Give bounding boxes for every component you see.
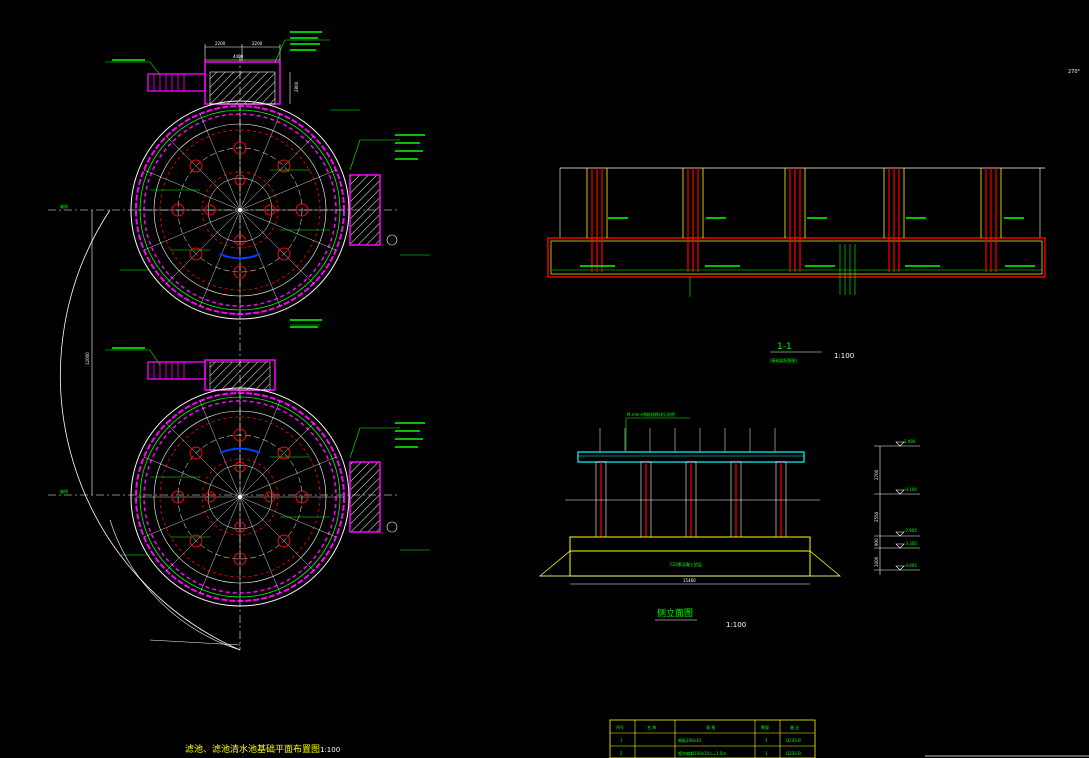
pipe-marker-2 — [386, 521, 398, 533]
level-mark-2: -0.100 — [904, 487, 917, 492]
side-scale: 1:100 — [726, 621, 746, 629]
level-dim-2: 2550 — [874, 511, 879, 522]
corner-label: 270° — [1068, 69, 1081, 75]
side-callout: M.mm+钢板规格详见说明 — [627, 411, 675, 417]
table-r2-c1: 2 — [620, 751, 623, 756]
table-r1-c1: 1 — [620, 738, 623, 743]
table-r1-c5: Q235-B — [786, 738, 801, 743]
left-plan-title: 滤池、滤池清水池基础平面布置图 — [185, 743, 320, 755]
material-table: 序号 名 称 规 格 数量 备 注 1 钢板100x10 1 Q235-B 2 … — [609, 719, 816, 758]
side-columns — [595, 461, 787, 538]
section-subtitle: (基础梁配筋图) — [770, 357, 798, 363]
bottom-tank-hatch — [209, 361, 271, 391]
tank-1 — [130, 100, 350, 320]
side-slope-right — [809, 550, 842, 577]
connecting-arc — [60, 209, 241, 651]
annotation-marks — [112, 31, 425, 448]
level-mark-5: -4.000 — [904, 563, 917, 568]
side-box-2 — [349, 461, 381, 533]
leader-lines — [105, 39, 430, 556]
side-top-slab — [577, 451, 805, 463]
top-tank-extension: 2200 2200 4400 2800 — [204, 41, 299, 105]
level-dim-3: 900 — [874, 538, 879, 546]
table-header-1: 序号 — [616, 724, 624, 730]
section-beam — [547, 237, 1046, 278]
axis-tag-2: 轴线 — [60, 488, 68, 494]
side-center-label: C20素混凝土垫层 — [670, 561, 702, 567]
bottom-dim-arc — [109, 519, 241, 651]
table-r2-c4: 1 — [765, 751, 768, 756]
table-header-2: 名 称 — [647, 724, 656, 730]
level-scale: 2.900 -0.100 -2.900 -3.300 -4.000 2700 2… — [874, 439, 920, 575]
level-dim-1: 2700 — [874, 469, 879, 480]
table-r2-c5: Q235-B — [786, 751, 801, 756]
side-footing — [569, 536, 811, 552]
table-header-4: 数量 — [761, 724, 769, 730]
dim-d: 2800 — [294, 81, 299, 92]
table-header-3: 规 格 — [706, 724, 715, 730]
bottom-dim-line — [149, 639, 241, 646]
dim-a: 2200 — [215, 41, 226, 46]
dim-total-vertical: 12000 — [85, 352, 90, 365]
left-plan-scale: 1:100 — [320, 746, 340, 754]
table-r1-c4: 1 — [765, 738, 768, 743]
table-r2-c3: 镀锌扁钢100x10,L=1.5m — [678, 750, 726, 756]
table-r1-c3: 钢板100x10 — [678, 737, 702, 743]
pipe-marker-1 — [386, 234, 398, 246]
dim-c: 4400 — [233, 54, 244, 59]
side-bottom-dim: 15460 — [683, 578, 696, 583]
section-columns — [580, 168, 1035, 297]
side-elevation: M.mm+钢板规格详见说明 C20素混凝土垫层 — [538, 411, 842, 629]
section-title: 1-1 — [777, 342, 792, 352]
side-box-1 — [349, 174, 381, 246]
axis-tag-1: 轴线 — [60, 203, 68, 209]
dim-b: 2200 — [252, 41, 263, 46]
section-scale: 1:100 — [834, 352, 854, 360]
section-1-1: 1-1 (基础梁配筋图) 1:100 — [547, 167, 1046, 363]
left-plan: 12000 轴线 轴线 2200 2200 4400 2800 — [48, 31, 430, 755]
side-title: 侧立面图 — [657, 607, 693, 619]
level-mark-1: 2.900 — [904, 439, 916, 444]
stair-1 — [147, 73, 206, 92]
table-header-5: 备 注 — [790, 724, 799, 730]
tank-2 — [130, 387, 350, 607]
level-mark-3: -2.900 — [904, 528, 917, 533]
stair-2 — [147, 361, 206, 380]
level-mark-4: -3.300 — [904, 541, 917, 546]
level-dim-4: 1000 — [874, 556, 879, 567]
side-slope-left — [538, 550, 571, 577]
